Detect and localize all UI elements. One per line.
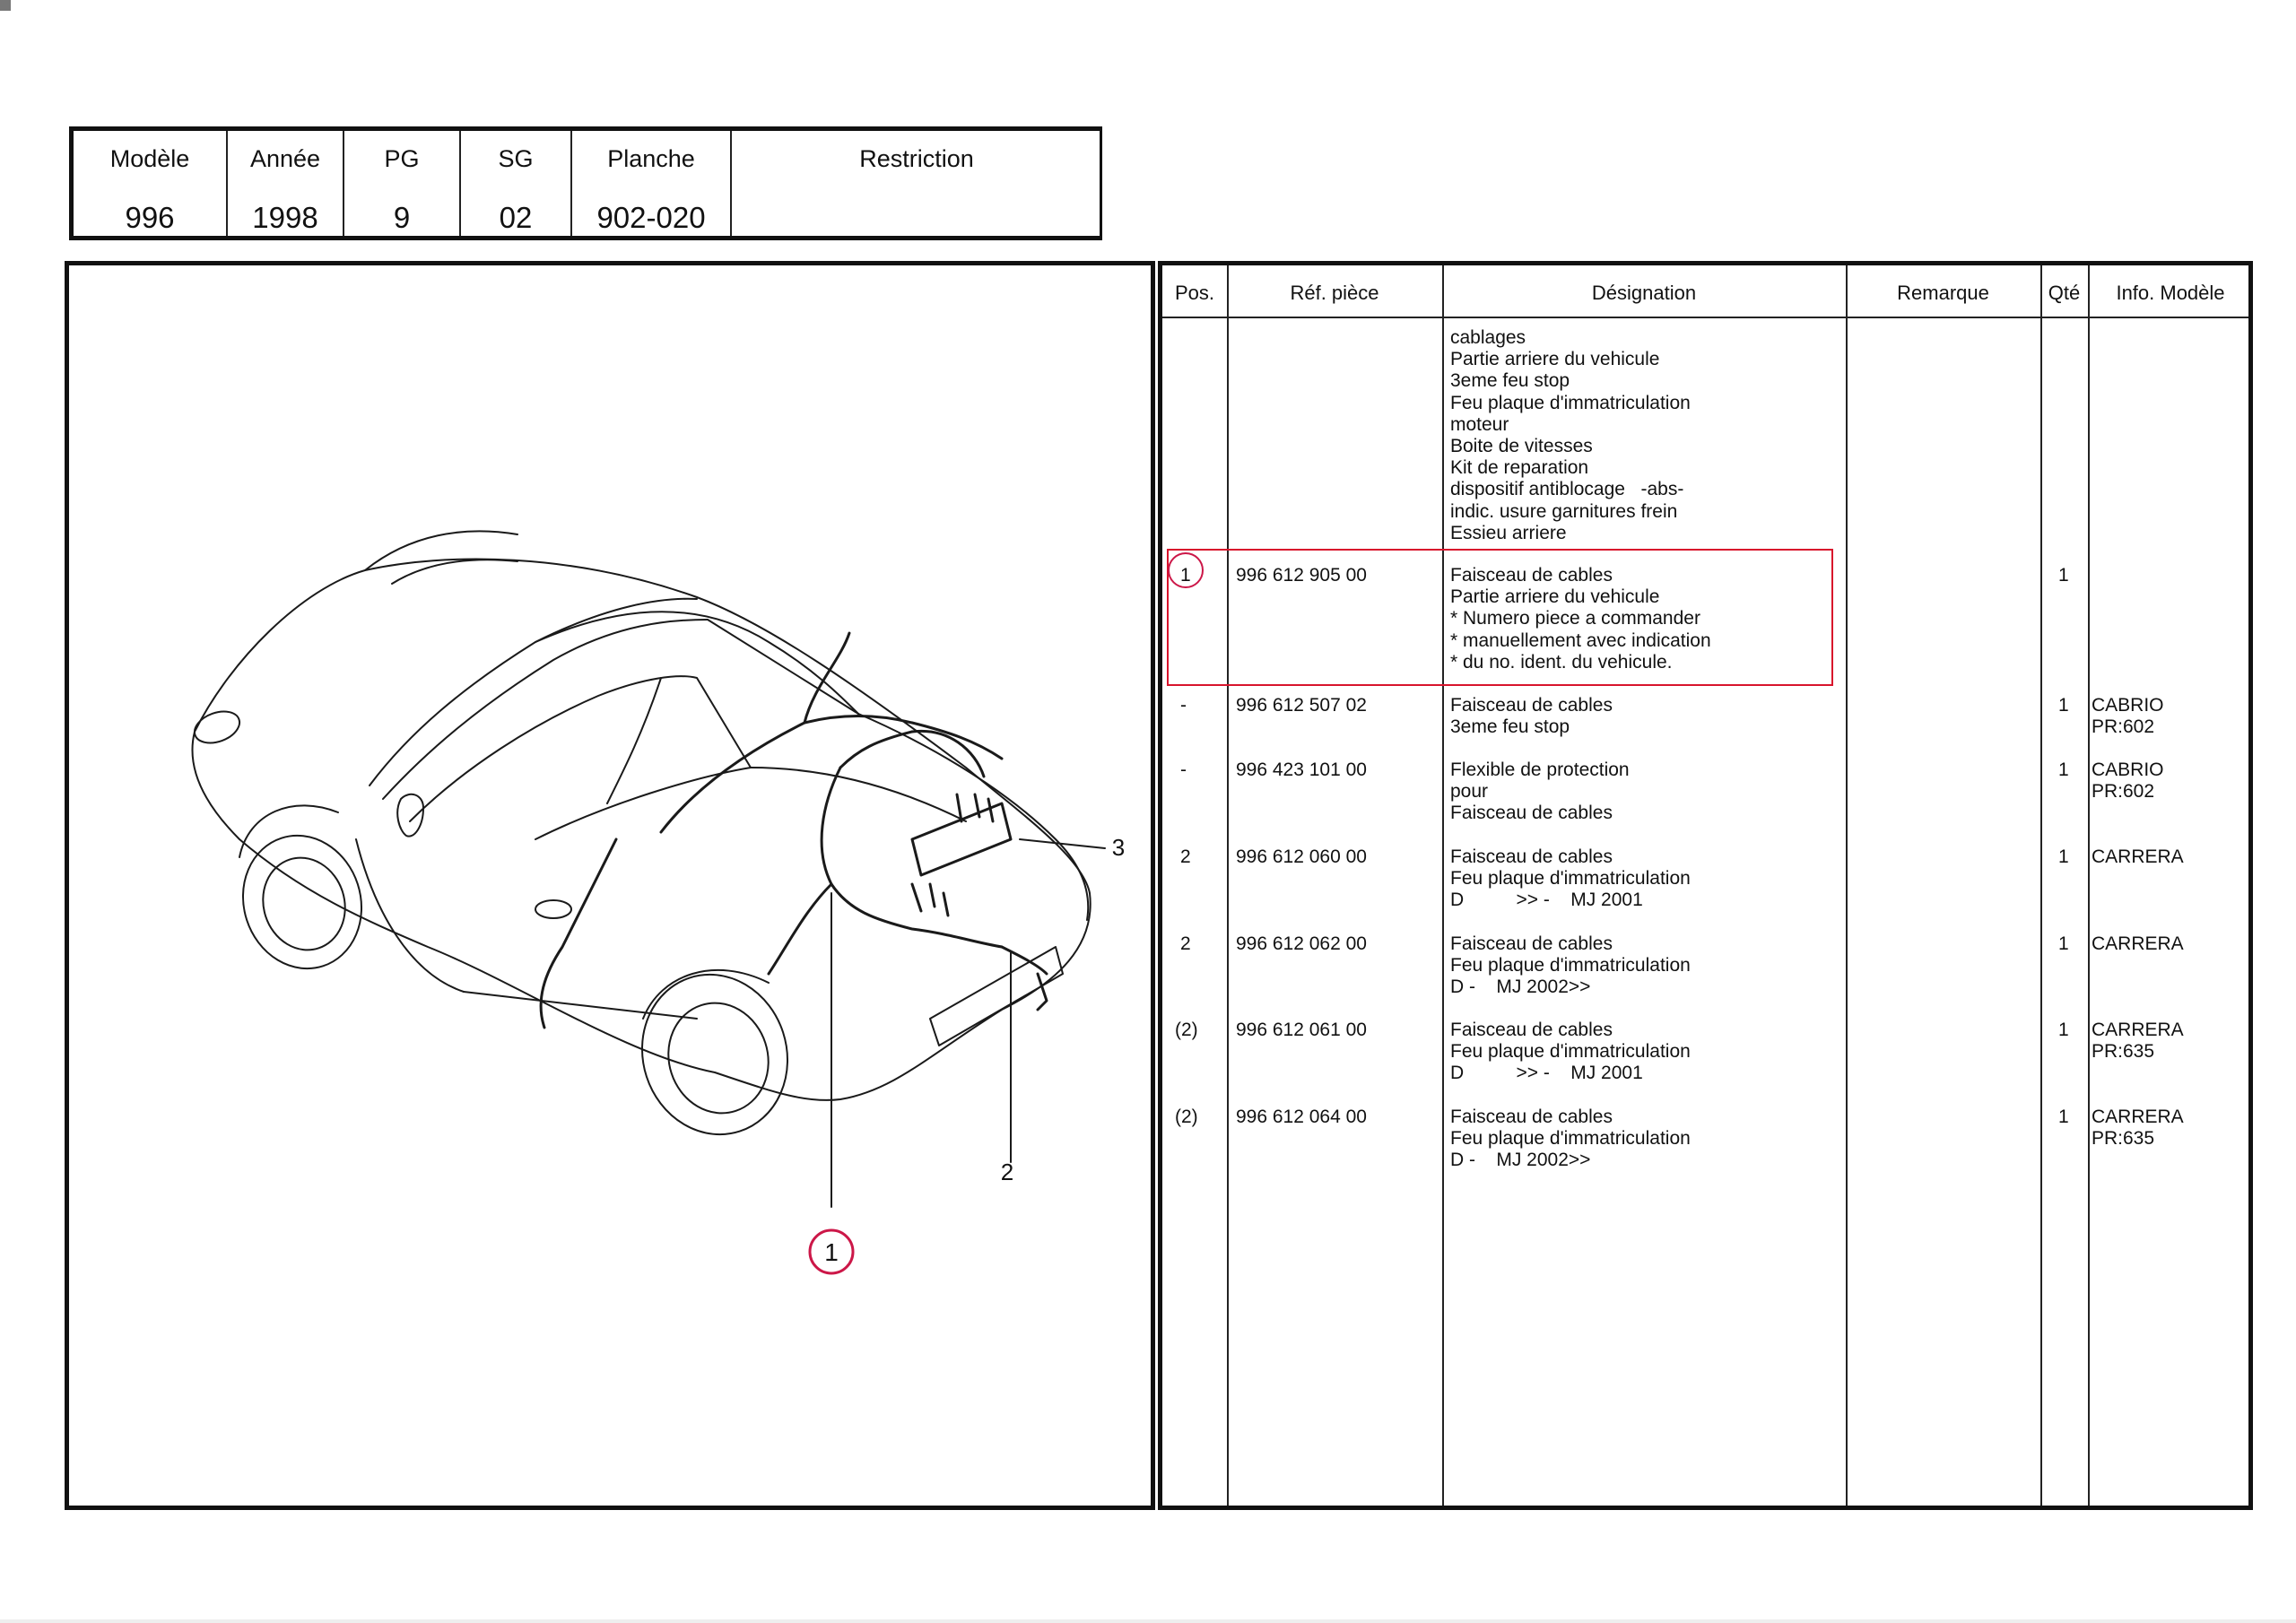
scan-corner-mark (0, 0, 11, 11)
col-header-ref: Réf. pièce (1290, 282, 1379, 304)
header-col-annee: Année 1998 (228, 131, 344, 236)
header-value: 1998 (252, 201, 318, 234)
selected-pos-ring (1168, 552, 1204, 588)
callout-3-label: 3 (1112, 834, 1125, 861)
header-col-planche: Planche 902-020 (572, 131, 732, 236)
divider (1227, 265, 1229, 1506)
row-info: CARRERA (2092, 846, 2184, 867)
callout-2-label: 2 (1001, 1159, 1013, 1185)
header-col-restriction: Restriction (732, 131, 1101, 236)
callout-1-ring (808, 1228, 855, 1275)
row-info: CABRIO PR:602 (2092, 759, 2164, 803)
header-col-modele: Modèle 996 (74, 131, 228, 236)
col-header-pos: Pos. (1174, 282, 1215, 304)
header-value: 902-020 (596, 201, 706, 234)
col-header-remarque: Remarque (1897, 282, 1989, 304)
header-label: Année (249, 145, 321, 172)
row-qte: 1 (2058, 695, 2069, 716)
divider (1442, 265, 1444, 1506)
row-designation: Faisceau de cables Feu plaque d'immatric… (1450, 846, 1691, 911)
car-wiring-diagram: 1 2 3 (191, 530, 1125, 1275)
divider (1846, 265, 1848, 1506)
designation-intro: cablages Partie arriere du vehicule 3eme… (1450, 327, 1691, 543)
col-header-info: Info. Modèle (2116, 282, 2225, 304)
mirror-outline (396, 793, 424, 838)
row-qte: 1 (2058, 1020, 2069, 1040)
row-designation: Faisceau de cables 3eme feu stop (1450, 695, 1613, 738)
row-designation: Faisceau de cables Feu plaque d'immatric… (1450, 1107, 1691, 1171)
row-pos: 2 (1180, 846, 1191, 867)
wiring-harness (539, 631, 1048, 1029)
row-ref: 996 612 064 00 (1236, 1107, 1367, 1127)
door-handle-outline (535, 899, 572, 919)
parts-table: Pos. Réf. pièce Désignation Remarque Qté… (1158, 261, 2253, 1510)
row-designation: Flexible de protection pour Faisceau de … (1450, 759, 1630, 824)
row-pos: - (1180, 759, 1187, 780)
row-pos: (2) (1175, 1020, 1198, 1040)
row-pos: 1 (1180, 565, 1191, 586)
row-ref: 996 612 507 02 (1236, 695, 1367, 716)
wheels (239, 804, 789, 1136)
header-label: SG (498, 145, 534, 172)
header-value: 996 (125, 201, 175, 234)
row-info: CABRIO PR:602 (2092, 695, 2164, 738)
header-col-sg: SG 02 (461, 131, 572, 236)
row-ref: 996 612 060 00 (1236, 846, 1367, 867)
row-ref: 996 423 101 00 (1236, 759, 1367, 780)
header-value: 02 (499, 201, 533, 234)
header-label: Modèle (109, 145, 190, 172)
row-designation: Faisceau de cables Feu plaque d'immatric… (1450, 1020, 1691, 1084)
car-body-outline (191, 530, 1091, 1101)
row-info: CARRERA (2092, 933, 2184, 954)
selected-row-highlight (1167, 549, 1833, 686)
row-info: CARRERA PR:635 (2092, 1020, 2184, 1063)
header-label: Restriction (859, 145, 974, 172)
divider (2088, 265, 2090, 1506)
header-value: 9 (393, 201, 411, 234)
row-qte: 1 (2058, 933, 2069, 954)
row-ref: 996 612 905 00 (1236, 565, 1367, 586)
row-qte: 1 (2058, 759, 2069, 780)
header-label: Planche (607, 145, 695, 172)
exploded-view-panel: 1 2 3 (65, 261, 1155, 1510)
row-info: CARRERA PR:635 (2092, 1107, 2184, 1150)
headlight-outline (193, 710, 241, 744)
row-qte: 1 (2058, 846, 2069, 867)
row-ref: 996 612 062 00 (1236, 933, 1367, 954)
col-header-qte: Qté (2048, 282, 2081, 304)
callout-1-label: 1 (824, 1238, 839, 1266)
callout-leaders (831, 838, 1106, 1208)
header-table: Modèle 996 Année 1998 PG 9 SG 02 Planche… (69, 126, 1102, 240)
scan-edge (0, 1619, 2296, 1623)
row-qte: 1 (2058, 565, 2069, 586)
license-plate-outline (929, 946, 1064, 1046)
row-pos: (2) (1175, 1107, 1198, 1127)
row-pos: - (1180, 695, 1187, 716)
row-ref: 996 612 061 00 (1236, 1020, 1367, 1040)
row-pos: 2 (1180, 933, 1191, 954)
row-designation: Faisceau de cables Feu plaque d'immatric… (1450, 933, 1691, 998)
row-designation: Faisceau de cables Partie arriere du veh… (1450, 565, 1711, 673)
divider (2040, 265, 2042, 1506)
header-divider (1162, 317, 2248, 318)
header-label: PG (384, 145, 420, 172)
header-col-pg: PG 9 (344, 131, 461, 236)
row-qte: 1 (2058, 1107, 2069, 1127)
col-header-designation: Désignation (1591, 282, 1697, 304)
